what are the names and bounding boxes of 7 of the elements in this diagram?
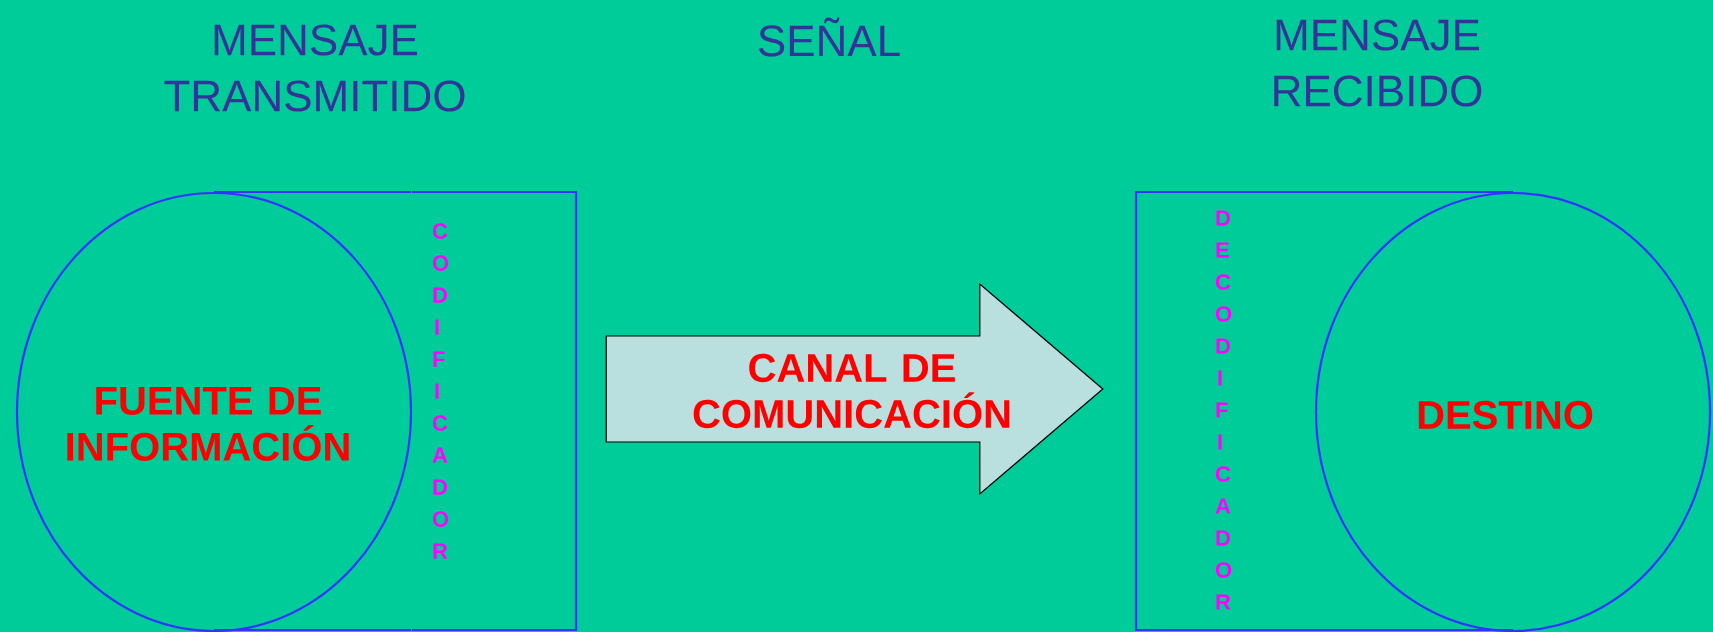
- heading: MENSAJE RECIBIDO: [1274, 19, 1482, 107]
- encoder-box: CODIFICADOR: [412, 190, 578, 632]
- heading: MENSAJE TRANSMITIDO: [164, 24, 465, 112]
- heading: SEÑAL: [758, 17, 900, 57]
- block-arrow: [605, 282, 1104, 496]
- decoder-box: DECODIFICADOR: [1134, 190, 1316, 632]
- edge-label: CANAL DE COMUNICACIÓN: [693, 353, 1010, 429]
